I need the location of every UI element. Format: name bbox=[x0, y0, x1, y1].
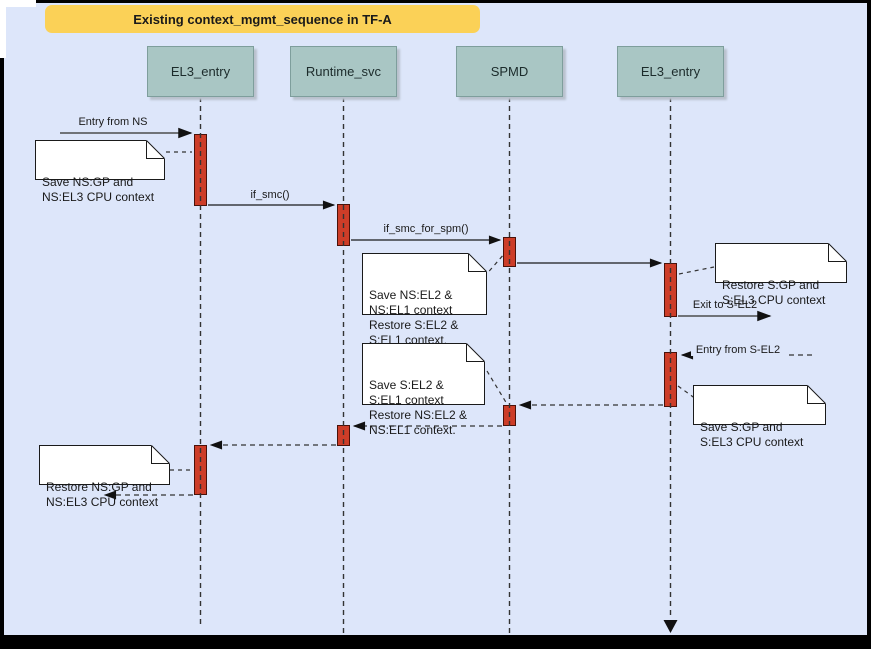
participant-spmd: SPMD bbox=[456, 46, 563, 97]
note-save-ns-gp: Save NS:GP and NS:EL3 CPU context bbox=[35, 140, 165, 204]
note-restore-ns-gp: Restore NS:GP and NS:EL3 CPU context bbox=[39, 445, 170, 509]
note-fold-icon bbox=[828, 243, 847, 262]
participant-el3-entry-right: EL3_entry bbox=[617, 46, 724, 97]
diagram-canvas bbox=[4, 3, 867, 635]
note-text: Restore S:GP and S:EL3 CPU context bbox=[722, 278, 826, 307]
activation-bar-el3-entry-1 bbox=[194, 134, 207, 206]
message-label-exit-to-s-el2: Exit to S-EL2 bbox=[692, 299, 757, 311]
message-label-if-smc: if_smc() bbox=[250, 189, 290, 201]
note-fold-icon bbox=[807, 385, 826, 404]
window-corner-artifact bbox=[0, 0, 6, 58]
note-fold-icon bbox=[146, 140, 165, 159]
note-save-ns-el2: Save NS:EL2 & NS:EL1 context Restore S:E… bbox=[362, 253, 487, 347]
participant-label: SPMD bbox=[490, 64, 529, 79]
note-save-s-gp: Save S:GP and S:EL3 CPU context bbox=[693, 385, 826, 449]
activation-bar-runtime-svc-2 bbox=[337, 425, 350, 446]
note-text: Save NS:GP and NS:EL3 CPU context bbox=[42, 175, 155, 204]
note-text: Save NS:EL2 & NS:EL1 context Restore S:E… bbox=[369, 288, 459, 347]
activation-bar-runtime-svc-1 bbox=[337, 204, 350, 246]
diagram-title: Existing context_mgmt_sequence in TF-A bbox=[45, 5, 480, 33]
participant-label: Runtime_svc bbox=[305, 64, 382, 79]
participant-label: EL3_entry bbox=[170, 64, 231, 79]
note-text: Save S:EL2 & S:EL1 context Restore NS:EL… bbox=[369, 378, 468, 437]
participant-label: EL3_entry bbox=[640, 64, 701, 79]
note-save-s-el2: Save S:EL2 & S:EL1 context Restore NS:EL… bbox=[362, 343, 485, 437]
window-corner-artifact bbox=[0, 0, 36, 7]
note-restore-s-gp: Restore S:GP and S:EL3 CPU context bbox=[715, 243, 847, 307]
activation-bar-el3-entry-right-2 bbox=[664, 352, 677, 407]
note-fold-icon bbox=[468, 253, 487, 272]
activation-bar-spmd-1 bbox=[503, 237, 516, 267]
activation-bar-el3-entry-right-1 bbox=[664, 263, 677, 317]
activation-bar-el3-entry-2 bbox=[194, 445, 207, 495]
message-label-if-smc-for-spm: if_smc_for_spm() bbox=[383, 223, 469, 235]
activation-bar-spmd-2 bbox=[503, 405, 516, 426]
note-text: Restore NS:GP and NS:EL3 CPU context bbox=[46, 480, 159, 509]
message-label-entry-from-s-el2: Entry from S-EL2 bbox=[691, 344, 785, 356]
participant-runtime-svc: Runtime_svc bbox=[290, 46, 397, 97]
participant-el3-entry: EL3_entry bbox=[147, 46, 254, 97]
note-fold-icon bbox=[151, 445, 170, 464]
note-text: Save S:GP and S:EL3 CPU context bbox=[700, 420, 804, 449]
note-fold-icon bbox=[466, 343, 485, 362]
message-label-entry-from-ns: Entry from NS bbox=[78, 116, 148, 128]
